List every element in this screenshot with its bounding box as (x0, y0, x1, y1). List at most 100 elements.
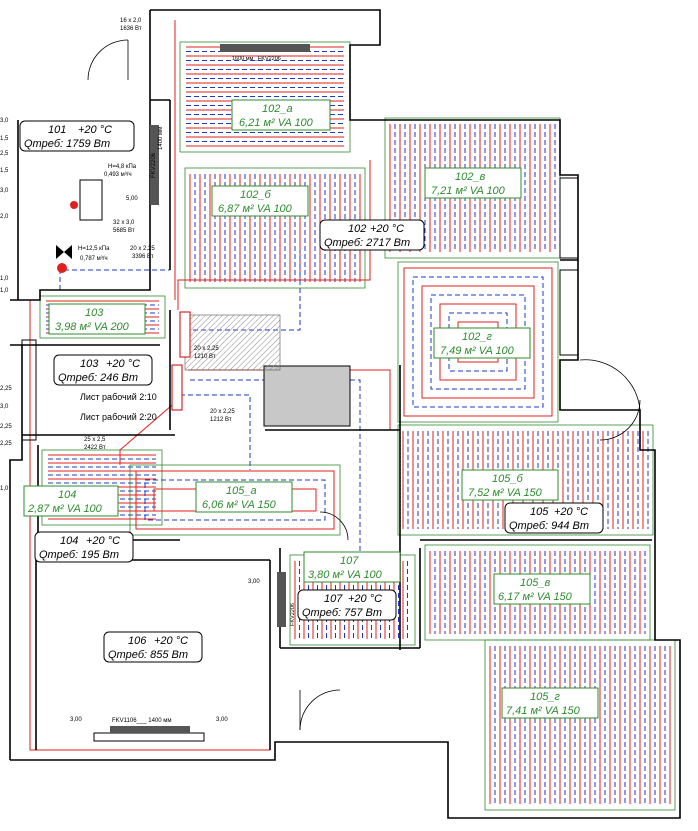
pump2-icon (57, 263, 67, 273)
room-101-load: Qтреб: 1759 Вт (24, 138, 110, 150)
left-mark: 1,5 (0, 136, 9, 142)
convector-bottom-icon (110, 726, 190, 733)
main-pipe (180, 394, 251, 470)
zone-103-coil-outline (39, 295, 166, 339)
zone-102a-label: 102_а 6,21 м² VA 100 (231, 99, 331, 131)
zone-102g-spec: 7,49 м² VA 100 (440, 345, 515, 357)
pipe-20-b: 3396 Вт (132, 254, 154, 260)
zone-102b-spec: 6,87 м² VA 100 (218, 203, 293, 215)
room-102-name: 102 (348, 223, 366, 235)
pipe-20-a: 20 x 2,25 (130, 246, 155, 252)
room-101-label: 101 +20 °C Qтреб: 1759 Вт (19, 120, 135, 152)
room-107-name: 107 (324, 593, 343, 605)
pipe-32-b: 5685 Вт (113, 228, 135, 234)
room-103-temp: +20 °C (106, 358, 140, 370)
zone-104-spec: 2,87 м² VA 100 (27, 503, 103, 515)
shaft-block (263, 365, 351, 427)
height-1: 3,00 (248, 579, 260, 585)
left-mark: 2,25 (0, 441, 12, 447)
zone-105b-spec: 7,52 м² VA 150 (468, 487, 543, 499)
zone-102g-coil-loop (421, 285, 535, 399)
left-mark: 1,0 (0, 486, 9, 492)
left-mark: 1,0 (0, 276, 9, 282)
valve-flow: 0,787 м³/ч (80, 256, 108, 262)
room-103-load: Qтреб: 246 Вт (58, 372, 138, 384)
pipe-top-a: 16 x 2,0 (120, 18, 142, 24)
manifold2-b: 1212 Вт (210, 417, 232, 423)
pump-size: 5,00 (126, 196, 138, 202)
room-106-temp: +20 °C (154, 635, 188, 647)
convectors (110, 44, 310, 733)
zone-105g-coil-outline (484, 639, 676, 811)
hatched-area (184, 314, 281, 371)
left-mark: 1,5 (0, 168, 9, 174)
main-pipe (185, 250, 301, 331)
zone-105a-coil-loop (135, 470, 335, 530)
zone-105g-label: 105_г 7,41 м² VA 150 (501, 687, 599, 719)
zone-105g-name: 105_г (530, 691, 560, 703)
sheet-ref-1: Лист рабочий 2:10 (80, 392, 157, 402)
convector-top-icon (220, 44, 310, 52)
room-105-name: 105 (530, 506, 549, 518)
pipe-32-a: 32 x 3,0 (113, 220, 135, 226)
zone-105a-coil-outline (129, 464, 341, 536)
main-pipe (59, 269, 170, 290)
room-104-name: 104 (60, 535, 78, 547)
pipe-25-a: 25 x 2,5 (84, 437, 106, 443)
left-mark: 2,5 (0, 151, 9, 157)
left-mark: 3,0 (0, 404, 9, 410)
valve-head: H=12,5 кПа (78, 246, 110, 252)
zone-102v-label: 102_в 7,21 м² VA 100 (424, 167, 522, 199)
zone-107-spec: 3,80 м² VA 100 (308, 569, 383, 581)
pipe-top-b: 1636 Вт (120, 26, 142, 32)
zone-102g-label: 102_г 7,49 м² VA 100 (433, 327, 531, 359)
room-104-temp: +20 °C (86, 535, 120, 547)
zone-105v-label: 105_в 6,17 м² VA 150 (493, 573, 591, 605)
zone-105v-name: 105_в (520, 577, 550, 589)
main-pipe (190, 379, 361, 560)
left-mark: 1,0 (0, 288, 9, 294)
zone-105a-coil-loop (144, 479, 326, 521)
zone-labels: 102_а 6,21 м² VA 100 102_б 6,87 м² VA 10… (23, 99, 599, 719)
room-102-temp: +20 °C (370, 223, 404, 235)
room-103-label: 103 +20 °C Qтреб: 246 Вт (53, 354, 153, 386)
zone-103-label: 103 3,98 м² VA 200 (48, 303, 146, 335)
zone-107-name: 107 (340, 555, 359, 567)
height-3: 3,00 (216, 717, 228, 723)
conv-107: FKV2206 (290, 603, 296, 626)
zone-102v-spec: 7,21 м² VA 100 (431, 185, 506, 197)
zone-102g-name: 102_г (462, 331, 492, 343)
zone-102b-label: 102_б 6,87 м² VA 100 (211, 185, 309, 217)
room-106-name: 106 (128, 635, 147, 647)
room-107-temp: +20 °C (348, 593, 382, 605)
left-mark: 3,0 (0, 118, 9, 124)
zone-107-label: 107 3,80 м² VA 100 (303, 551, 401, 583)
zone-102g-coil-outline (397, 261, 559, 423)
room-103-name: 103 (80, 358, 99, 370)
zone-103-name: 103 (85, 307, 104, 319)
zone-104-name: 104 (58, 489, 76, 501)
pump-icon (70, 201, 78, 209)
manifold1-b: 1210 Вт (194, 354, 216, 360)
zone-104-label: 104 2,87 м² VA 100 (23, 485, 119, 517)
room-104-load: Qтреб: 195 Вт (39, 549, 119, 561)
room-104-label: 104 +20 °C Qтреб: 195 Вт (34, 531, 134, 563)
left-mark: 3,0 (0, 188, 9, 194)
zone-105b-name: 105_б (492, 473, 523, 485)
zone-105a-spec: 6,06 м² VA 150 (202, 499, 277, 511)
conv-wall-1: FKV2206 (151, 152, 157, 178)
room-101-name: 101 (48, 124, 66, 136)
left-mark: 2,25 (0, 424, 12, 430)
convector-107-icon (277, 572, 286, 627)
convector-wall-icon (150, 125, 159, 205)
pipe-25-b: 2422 Вт (84, 445, 106, 451)
room-101-temp: +20 °C (78, 124, 112, 136)
zone-102a-name: 102_а (262, 103, 293, 115)
room-106-label: 106 +20 °C Qтреб: 855 Вт (103, 631, 203, 663)
main-pipe (119, 399, 179, 465)
main-pipe (29, 300, 270, 751)
room-107-label: 107 +20 °C Qтреб: 757 Вт (297, 589, 397, 621)
manifold2-a: 20 x 2,25 (210, 409, 235, 415)
zone-105v-spec: 6,17 м² VA 150 (498, 591, 573, 603)
zone-105b-coil-outline (397, 424, 654, 536)
